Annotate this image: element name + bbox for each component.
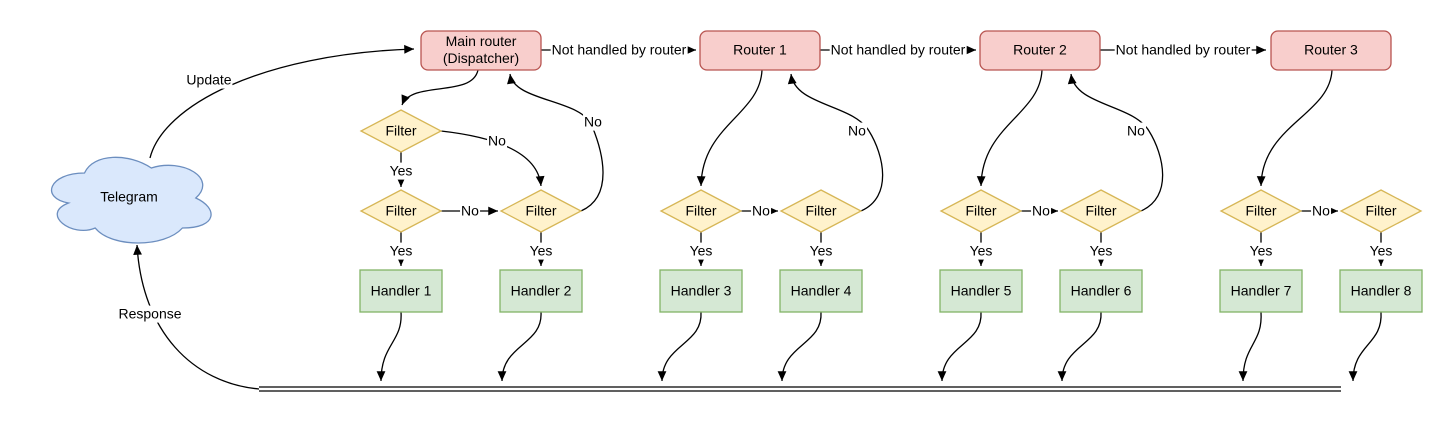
filter-diamond-r2-left	[939, 189, 1023, 233]
router-box-3	[1270, 30, 1392, 71]
edge-router3-to-filter	[1256, 69, 1333, 187]
edge-handler1-to-bus	[376, 311, 402, 382]
filter-diamond-r2-right	[1059, 189, 1143, 233]
handler-box-3	[659, 269, 743, 313]
filter-diamond-r1-right	[779, 189, 863, 233]
handler-box-1	[359, 269, 443, 313]
handler-box-4	[779, 269, 863, 313]
handler-box-6	[1059, 269, 1143, 313]
edge-handler2-to-bus	[497, 311, 542, 382]
router-box-2	[979, 30, 1101, 71]
telegram-cloud	[50, 156, 212, 244]
handler-box-5	[939, 269, 1023, 313]
router-box-main	[420, 30, 542, 71]
edge-filter-m-right-no-return	[507, 73, 604, 212]
edge-handler4-to-bus	[777, 311, 822, 382]
edge-filter-r2-right-no-return	[1067, 73, 1164, 212]
filter-diamond-r3-right	[1339, 189, 1423, 233]
edge-handler5-to-bus	[937, 311, 982, 382]
edge-update	[149, 44, 415, 159]
edge-router2-to-filter	[976, 69, 1043, 187]
edge-filter-r1-right-no-return	[787, 73, 884, 212]
filter-diamond-m-left	[359, 189, 443, 233]
edge-handler8-to-bus	[1348, 311, 1382, 382]
filter-diamond-m-right	[499, 189, 583, 233]
filter-diamond-m-top	[359, 109, 443, 153]
handler-box-7	[1219, 269, 1303, 313]
edge-handler3-to-bus	[657, 311, 702, 382]
router-box-1	[699, 30, 821, 71]
edge-router1-to-filter	[696, 69, 763, 187]
edge-handler6-to-bus	[1057, 311, 1102, 382]
edge-filter-m-top-no	[440, 130, 545, 187]
edge-handler7-to-bus	[1238, 311, 1262, 382]
handler-box-8	[1339, 269, 1423, 313]
edge-main-router-to-filter	[401, 69, 479, 106]
filter-diamond-r3-left	[1219, 189, 1303, 233]
edge-response	[133, 244, 260, 390]
handler-box-2	[499, 269, 583, 313]
filter-diamond-r1-left	[659, 189, 743, 233]
